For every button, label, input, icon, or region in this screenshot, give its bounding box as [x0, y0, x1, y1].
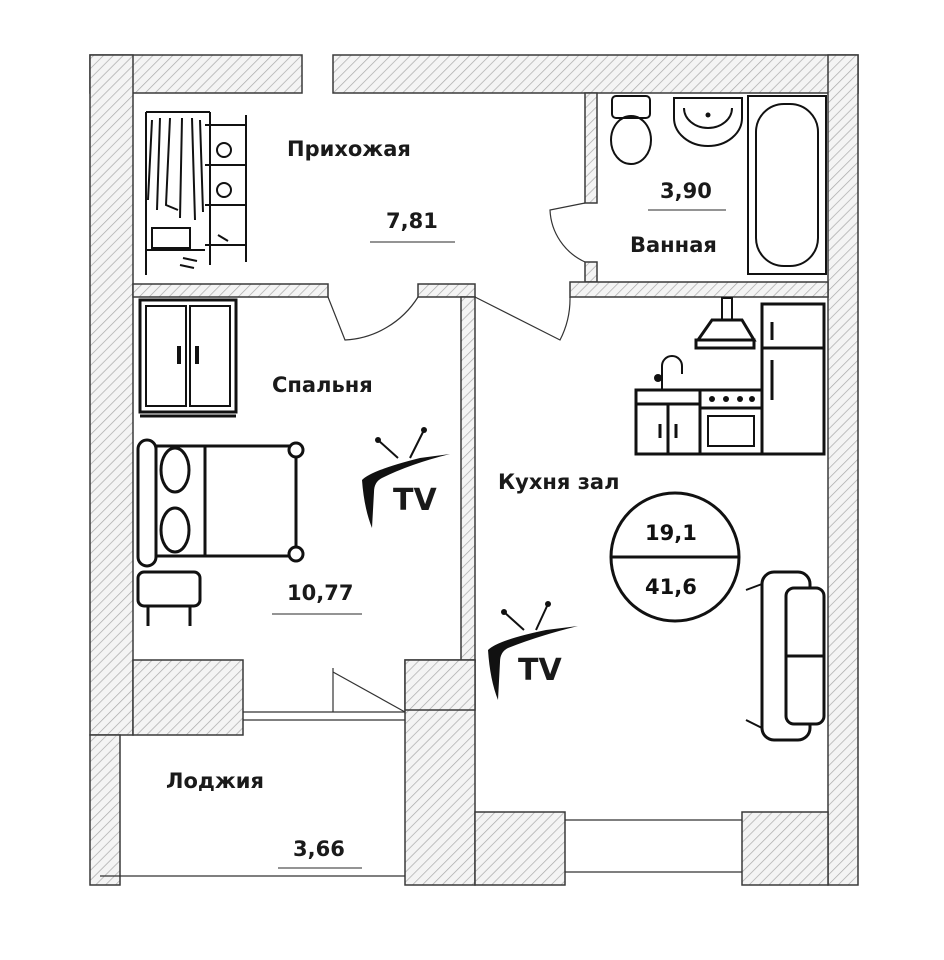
kitchen-tv-label: TV [518, 653, 562, 688]
kitchen-set-icon [634, 297, 826, 456]
bedroom-name: Спальня [272, 373, 373, 397]
bathroom-area: 3,90 [660, 179, 712, 203]
sofa-icon [745, 570, 826, 742]
clothes-rack-icon [145, 111, 247, 275]
toilet-icon [610, 95, 652, 165]
bathroom-name: Ванная [630, 233, 717, 257]
total-area-value: 41,6 [645, 575, 697, 599]
kitchen-living-name: Кухня зал [498, 470, 619, 494]
doors [327, 202, 586, 341]
living-area-value: 19,1 [645, 521, 697, 545]
ottoman-icon [136, 570, 202, 626]
hallway-area: 7,81 [386, 209, 438, 233]
area-badge: 19,1 41,6 [609, 491, 741, 623]
bedroom-tv-label: TV [393, 483, 437, 518]
tv-icon: TV [488, 601, 578, 700]
wardrobe-icon [138, 298, 238, 418]
tv-icon: TV [362, 427, 450, 528]
bed-icon [136, 438, 305, 568]
hallway-name: Прихожая [287, 137, 411, 161]
bathtub-icon [747, 95, 827, 275]
walls [89, 54, 859, 886]
bedroom-area: 10,77 [287, 581, 353, 605]
sink-icon [673, 97, 743, 147]
loggia-name: Лоджия [166, 769, 264, 793]
loggia-area: 3,66 [293, 837, 345, 861]
